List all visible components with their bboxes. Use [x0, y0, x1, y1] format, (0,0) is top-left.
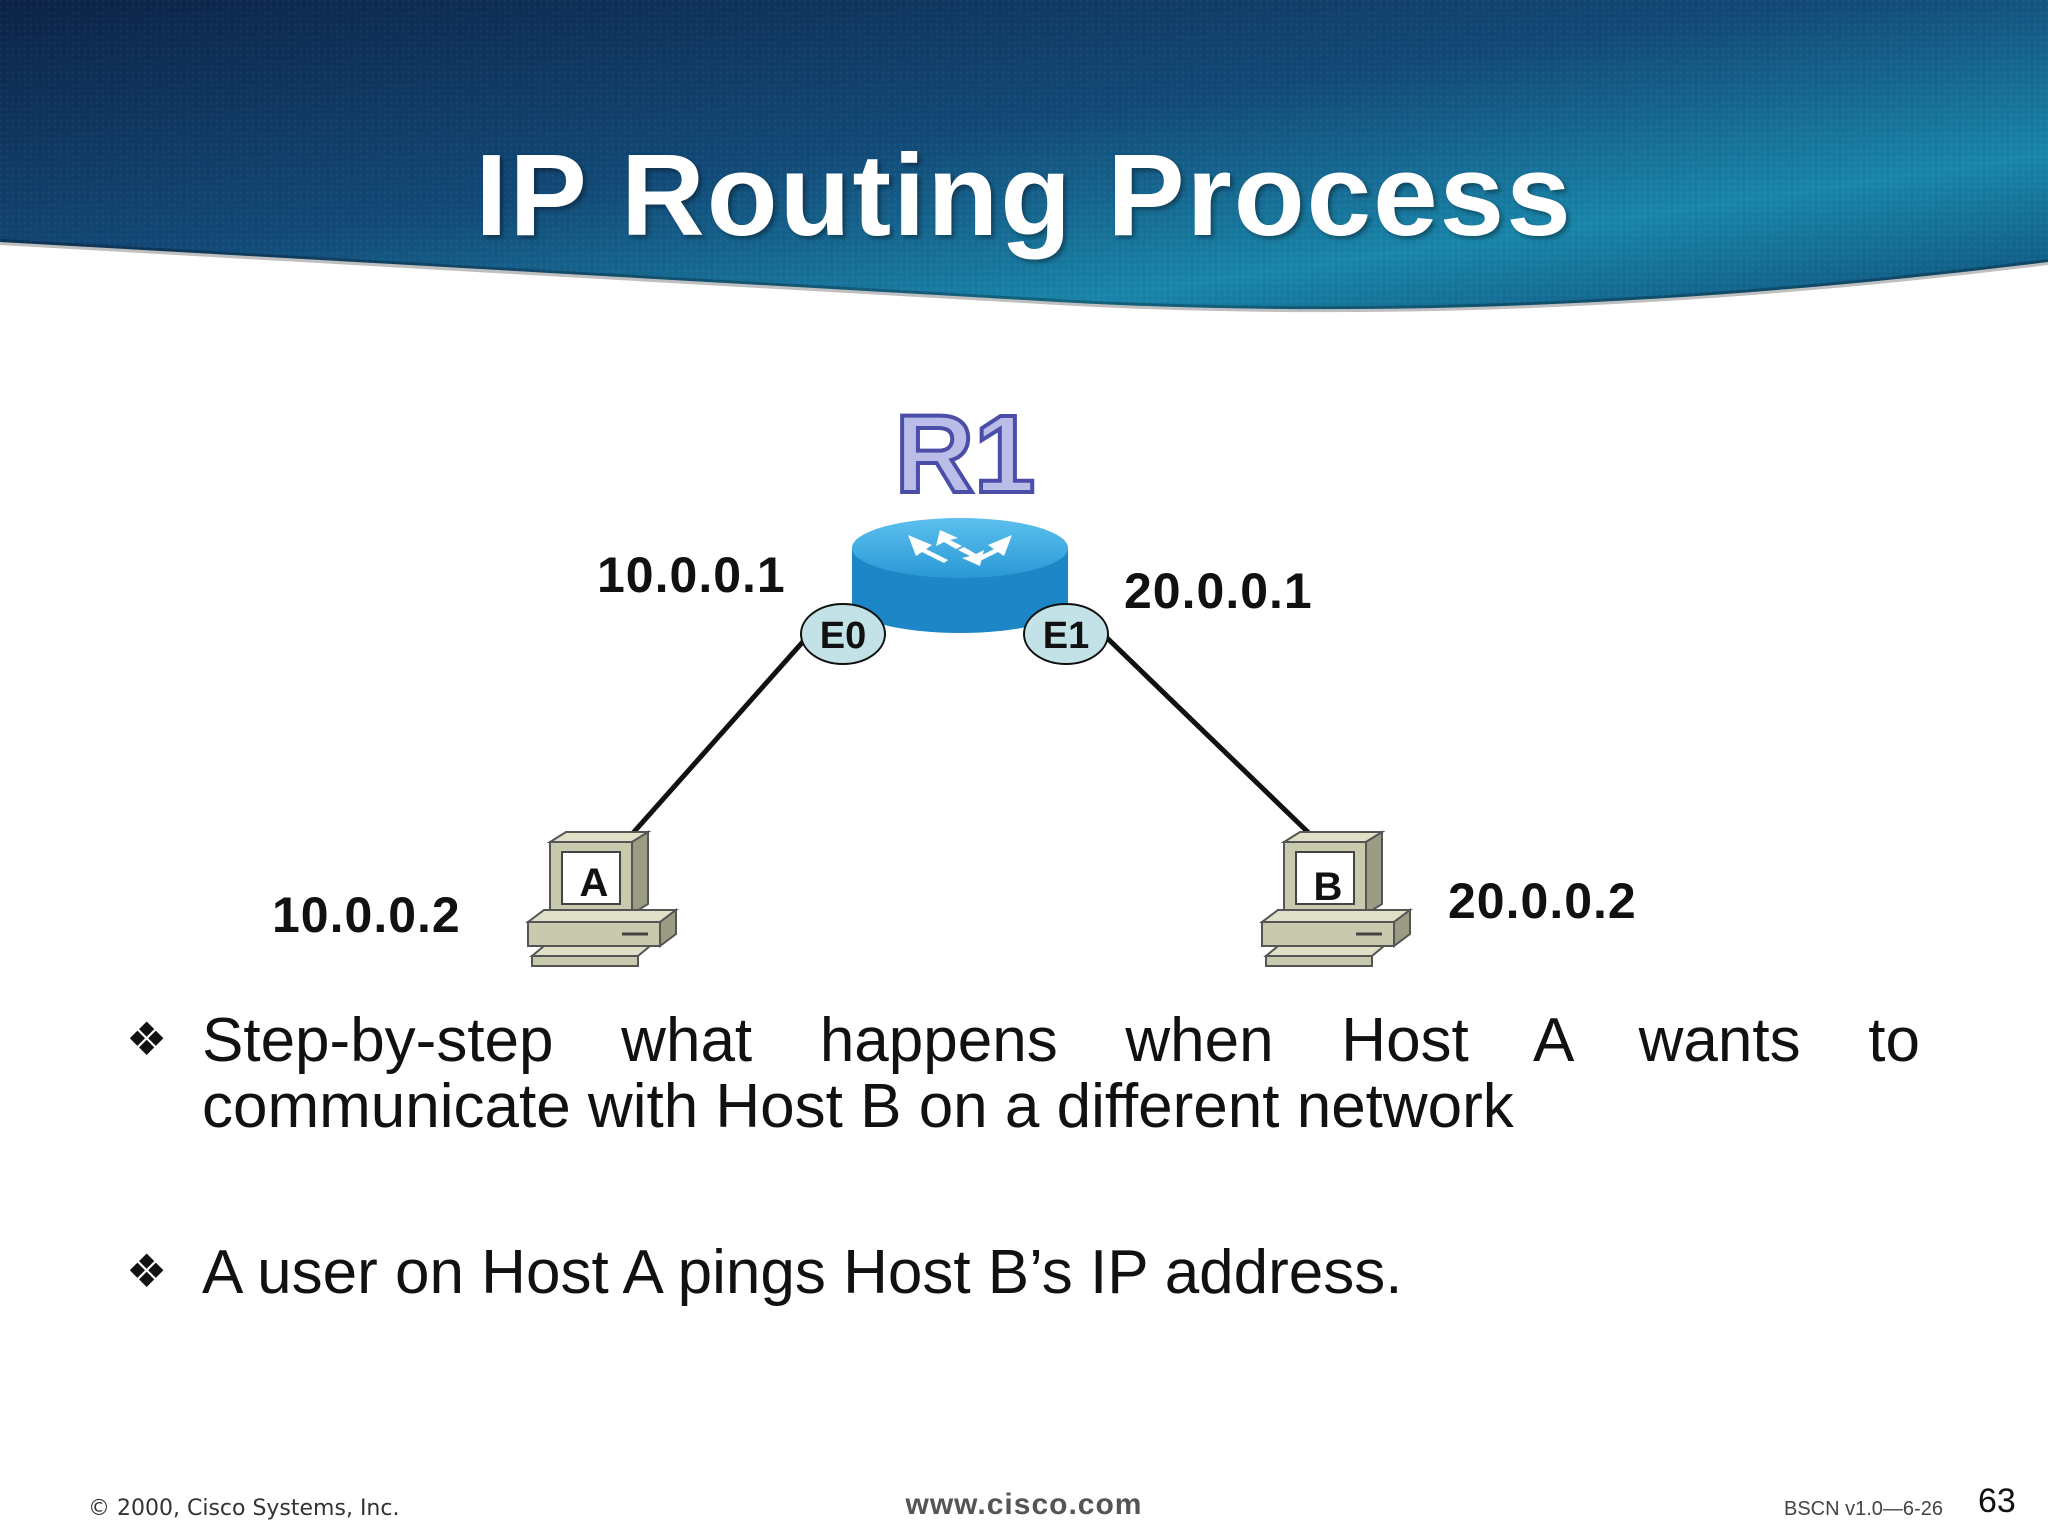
host-b-ip-label: 20.0.0.2	[1448, 873, 1637, 929]
page-number: 63	[1978, 1482, 2016, 1520]
bullet-list: ❖ Step-by-step what happens when Host A …	[120, 1008, 1920, 1306]
footer-website: www.cisco.com	[905, 1488, 1143, 1521]
interface-e1-badge: E1	[1023, 603, 1109, 665]
bullet-item: ❖ Step-by-step what happens when Host A …	[120, 1008, 1920, 1140]
host-a-label: A	[580, 861, 609, 905]
page-title: IP Routing Process	[475, 130, 1573, 260]
host-a-ip-label: 10.0.0.2	[272, 887, 461, 943]
bullet-text: Step-by-step what happens when Host A wa…	[202, 1006, 1920, 1141]
host-b-label: B	[1314, 865, 1343, 909]
network-diagram: R1 E0 E1 A B	[525, 391, 1413, 967]
header-banner	[0, 0, 2048, 313]
diamond-bullet-icon: ❖	[126, 1245, 168, 1297]
host-b-computer-icon	[1259, 830, 1413, 967]
r1-e1-ip-label: 20.0.0.1	[1124, 563, 1313, 619]
footer-course-code: BSCN v1.0—6-26	[1784, 1498, 1943, 1520]
footer-copyright: © 2000, Cisco Systems, Inc.	[88, 1496, 400, 1521]
diamond-bullet-icon: ❖	[126, 1013, 168, 1065]
interface-e0-badge: E0	[800, 603, 886, 665]
interface-e0-label: E0	[820, 615, 866, 657]
link-a-r1	[623, 634, 810, 844]
host-a-computer-icon	[525, 830, 679, 967]
interface-e1-label: E1	[1043, 615, 1089, 657]
bullet-item: ❖ A user on Host A pings Host B’s IP add…	[120, 1240, 1920, 1306]
router-name: R1	[895, 393, 1036, 516]
bullet-text: A user on Host A pings Host B’s IP addre…	[202, 1238, 1403, 1307]
r1-e0-ip-label: 10.0.0.1	[597, 547, 786, 603]
router-r1-icon	[852, 518, 1068, 633]
link-r1-b	[1103, 634, 1316, 840]
